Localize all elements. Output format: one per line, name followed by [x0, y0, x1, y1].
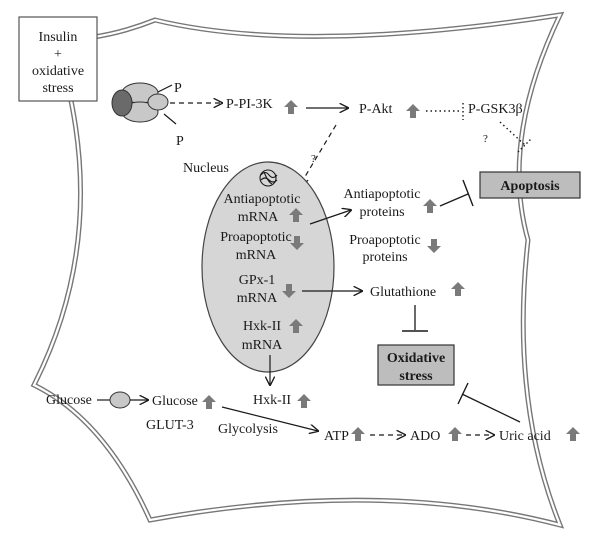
antiapoptotic-proteins-up-arrow-icon — [423, 199, 437, 213]
proapoptotic-proteins-line-2: proteins — [362, 250, 407, 265]
antiapoptotic-mrna-line-1: Antiapoptotic — [224, 192, 301, 207]
unknown-link-1: ? — [311, 153, 316, 165]
glut3-transporter — [109, 391, 131, 409]
oxidative-stress-line-1: Oxidative — [387, 351, 445, 366]
apoptosis-box: Apoptosis — [479, 171, 581, 199]
oxidative-stress-line-2: stress — [399, 369, 433, 384]
glutathione-up-arrow-icon — [451, 282, 465, 296]
hxk-mrna-line-2: mRNA — [242, 338, 283, 353]
oxidative-stress-box: Oxidative stress — [377, 344, 455, 386]
glucose-extracellular-label: Glucose — [46, 393, 92, 408]
antiapoptotic-proteins-line-2: proteins — [359, 205, 404, 220]
gpx-mrna-line-2: mRNA — [237, 291, 278, 306]
stimulus-box: Insulin + oxidative stress — [18, 16, 98, 102]
antiapoptotic-mrna-line-2: mRNA — [238, 210, 279, 225]
uric-acid-label: Uric acid — [499, 429, 551, 444]
glucose-up-arrow-icon — [202, 395, 216, 409]
atp-up-arrow-icon — [351, 427, 365, 441]
gsk-label: P-GSK3β — [468, 102, 523, 117]
uric-acid-up-arrow-icon — [566, 427, 580, 441]
pi3k-up-arrow-icon — [284, 100, 298, 114]
stimulus-line-1: Insulin — [39, 30, 78, 45]
glut3-label: GLUT-3 — [146, 418, 194, 433]
ado-label: ADO — [410, 429, 440, 444]
atp-label: ATP — [324, 429, 349, 444]
nucleus: Nucleus Antiapoptotic mRNA Proapoptotic … — [183, 161, 335, 373]
akt-label: P-Akt — [359, 102, 393, 117]
hxk2-protein-up-arrow-icon — [297, 394, 311, 408]
pi3k-label: P-PI-3K — [226, 97, 273, 112]
cell-membrane — [30, 11, 565, 529]
hxk-mrna-line-1: Hxk-II — [243, 319, 281, 334]
stimulus-line-4: stress — [42, 81, 73, 96]
hxk-mrna-up-arrow-icon — [289, 319, 303, 333]
signaling-pathway: P-PI-3K P-Akt P-GSK3β ? ? — [170, 97, 533, 185]
proapoptotic-mrna-line-1: Proapoptotic — [220, 230, 292, 245]
insulin-receptor: P P — [111, 81, 184, 149]
phospho-label-top: P — [174, 81, 182, 96]
stimulus-line-3: oxidative — [32, 64, 84, 79]
gpx-mrna-down-arrow-icon — [282, 284, 296, 298]
chromatin-icon — [259, 169, 278, 187]
hxk2-protein-label: Hxk-II — [253, 393, 291, 408]
apoptosis-label: Apoptosis — [500, 179, 560, 194]
proapoptotic-mrna-line-2: mRNA — [236, 248, 277, 263]
antiapoptotic-proteins-line-1: Antiapoptotic — [344, 187, 421, 202]
glucose-metabolism: Glucose Glucose GLUT-3 Hxk-II Glycolysis… — [46, 382, 551, 444]
unknown-link-2: ? — [483, 133, 488, 145]
glucose-intracellular-label: Glucose — [152, 394, 198, 409]
glutathione-label: Glutathione — [370, 285, 436, 300]
antiapoptotic-mrna-up-arrow-icon — [289, 208, 303, 222]
nucleus-title: Nucleus — [183, 161, 229, 176]
proapoptotic-mrna-down-arrow-icon — [290, 236, 304, 250]
regulation-indicators — [202, 100, 580, 441]
phospho-label-bottom: P — [176, 134, 184, 149]
gene-outputs: Antiapoptotic proteins Proapoptotic prot… — [270, 179, 474, 385]
ado-up-arrow-icon — [448, 427, 462, 441]
glycolysis-label: Glycolysis — [218, 422, 278, 437]
proapoptotic-proteins-down-arrow-icon — [427, 239, 441, 253]
stimulus-line-2: + — [54, 47, 62, 62]
proapoptotic-proteins-line-1: Proapoptotic — [349, 233, 421, 248]
gpx-mrna-line-1: GPx-1 — [239, 273, 276, 288]
akt-up-arrow-icon — [406, 104, 420, 118]
